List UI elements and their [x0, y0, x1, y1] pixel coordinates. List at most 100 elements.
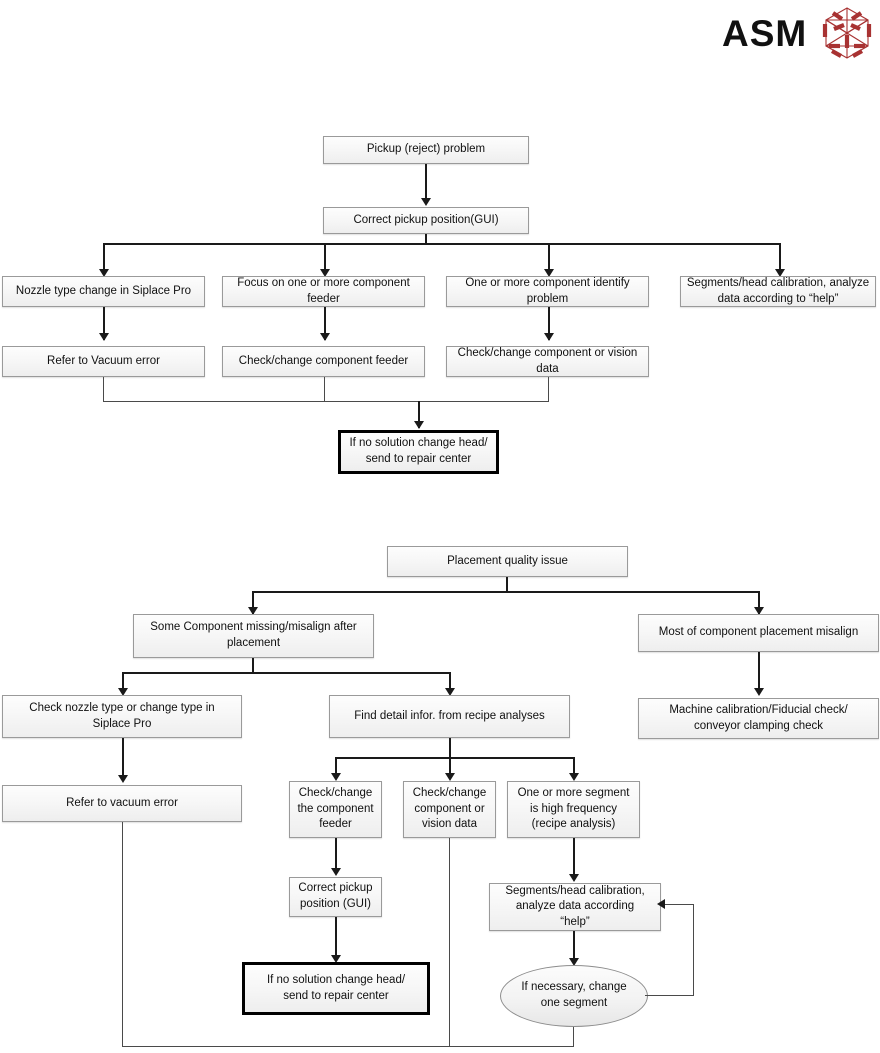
- node-label: Find detail infor. from recipe analyses: [354, 709, 545, 722]
- edge-pickup-to-nosolution: [335, 917, 337, 961]
- edge-branch-4: [779, 243, 781, 275]
- arrowhead-icon: [569, 874, 579, 882]
- node-check-change-component-vision[interactable]: Check/change component or vision data: [446, 346, 649, 377]
- arrowhead-icon: [445, 688, 455, 696]
- node-segments-head-calibration[interactable]: Segments/head calibration, analyze data …: [680, 276, 876, 307]
- edge-some-component-bus: [122, 672, 450, 674]
- edge-nozzle-to-vacuum2: [122, 738, 124, 780]
- edge-merge-3: [548, 377, 549, 402]
- node-correct-pickup-position[interactable]: Correct pickup position(GUI): [323, 207, 529, 234]
- node-label: Machine calibration/Fiducial check/ conv…: [669, 703, 848, 732]
- node-label: Refer to vacuum error: [66, 796, 178, 809]
- edge-placement-stem: [506, 577, 508, 592]
- node-label: If no solution change head/ send to repa…: [266, 973, 406, 1002]
- node-nozzle-type-change[interactable]: Nozzle type change in Siplace Pro: [2, 276, 205, 307]
- edge-merge-horizontal: [103, 401, 549, 402]
- arrowhead-icon: [118, 688, 128, 696]
- edge-merge-1: [103, 377, 104, 402]
- edge-loop-right: [693, 904, 694, 996]
- arrowhead-icon: [445, 773, 455, 781]
- arrowhead-icon: [414, 421, 424, 429]
- arrowhead-icon: [331, 773, 341, 781]
- edge-right-branch: [449, 672, 451, 694]
- edge-branch-1: [103, 243, 105, 275]
- asm-hexagon-logo-icon: [823, 7, 872, 59]
- node-label: If necessary, change one segment: [521, 981, 627, 1009]
- edge-bottom-horizontal: [122, 1046, 574, 1047]
- arrowhead-icon: [331, 955, 341, 963]
- edge-left-branch: [122, 672, 124, 694]
- node-check-change-component-vision-2[interactable]: Check/change component or vision data: [403, 781, 496, 838]
- node-check-change-the-component-feeder[interactable]: Check/change the component feeder: [289, 781, 382, 838]
- edge-merge-2: [324, 377, 325, 402]
- node-no-solution-change-head-2[interactable]: If no solution change head/ send to repa…: [242, 962, 430, 1015]
- arrowhead-icon: [754, 688, 764, 696]
- edge-branch-2: [324, 243, 326, 275]
- node-segments-head-calibration-2[interactable]: Segments/head calibration, analyze data …: [489, 883, 661, 931]
- node-refer-to-vacuum-error-2[interactable]: Refer to vacuum error: [2, 785, 242, 822]
- edge-bottom-left-vertical: [122, 822, 123, 1047]
- edge-pickup-to-correct: [425, 164, 427, 204]
- edge-merge-stem: [418, 401, 420, 428]
- node-component-identify-problem[interactable]: One or more component identify problem: [446, 276, 649, 307]
- arrowhead-icon: [421, 198, 431, 206]
- edge-loop-bottom: [645, 995, 694, 996]
- node-pickup-reject-problem[interactable]: Pickup (reject) problem: [323, 136, 529, 164]
- arrowhead-icon: [320, 333, 330, 341]
- node-label: Refer to Vacuum error: [47, 354, 160, 367]
- node-placement-quality-issue[interactable]: Placement quality issue: [387, 546, 628, 577]
- arrowhead-icon: [775, 269, 785, 277]
- edge-some-component-stem: [252, 658, 254, 673]
- node-check-change-component-feeder[interactable]: Check/change component feeder: [222, 346, 425, 377]
- edge-segment-to-calibration: [573, 838, 575, 880]
- node-most-component-misalign[interactable]: Most of component placement misalign: [638, 614, 879, 652]
- node-label: One or more segment is high frequency (r…: [517, 787, 630, 831]
- node-correct-pickup-position-2[interactable]: Correct pickup position (GUI): [289, 877, 382, 917]
- edge-fd-branch-1: [335, 757, 337, 779]
- edge-bus-horizontal: [103, 243, 779, 245]
- node-some-component-missing[interactable]: Some Component missing/misalign after pl…: [133, 614, 374, 658]
- node-check-nozzle-type[interactable]: Check nozzle type or change type in Sipl…: [2, 695, 242, 738]
- edge-bottom-mid-vertical: [449, 838, 450, 1047]
- arrowhead-icon: [754, 607, 764, 615]
- node-label: Placement quality issue: [447, 554, 568, 567]
- edge-most-to-machine: [758, 652, 760, 694]
- edge-fd-branch-3: [573, 757, 575, 779]
- node-refer-to-vacuum-error[interactable]: Refer to Vacuum error: [2, 346, 205, 377]
- edge-placement-bus: [252, 591, 759, 593]
- node-label: Segments/head calibration, analyze data …: [686, 276, 870, 305]
- node-label: Check nozzle type or change type in Sipl…: [29, 701, 215, 730]
- node-label: If no solution change head/ send to repa…: [349, 437, 488, 465]
- arrowhead-icon: [99, 333, 109, 341]
- node-label: Correct pickup position(GUI): [353, 213, 499, 226]
- edge-placement-branch-right: [758, 591, 760, 615]
- edge-find-detail-stem: [449, 738, 451, 758]
- asm-logo: ASM: [722, 6, 873, 60]
- node-machine-calibration[interactable]: Machine calibration/Fiducial check/ conv…: [638, 698, 879, 739]
- arrowhead-icon: [248, 607, 258, 615]
- edge-calibration-to-ellipse: [573, 931, 575, 964]
- edge-find-detail-bus: [335, 757, 574, 759]
- node-focus-on-feeder[interactable]: Focus on one or more component feeder: [222, 276, 425, 307]
- arrowhead-icon: [544, 269, 554, 277]
- edge-placement-branch-left: [252, 591, 254, 615]
- node-find-detail-infor[interactable]: Find detail infor. from recipe analyses: [329, 695, 570, 738]
- arrowhead-icon: [320, 269, 330, 277]
- arrowhead-icon: [544, 333, 554, 341]
- node-if-necessary-change-one-segment[interactable]: If necessary, change one segment: [500, 965, 648, 1027]
- node-label: Check/change component feeder: [238, 354, 409, 367]
- node-no-solution-change-head-1[interactable]: If no solution change head/ send to repa…: [338, 430, 499, 474]
- arrowhead-icon: [657, 899, 665, 909]
- node-label: Most of component placement misalign: [658, 626, 859, 639]
- node-label: Check/change component or vision data: [412, 787, 487, 831]
- edge-bus-stem: [425, 234, 427, 244]
- node-label: Some Component missing/misalign after pl…: [150, 621, 357, 649]
- node-label: Segments/head calibration, analyze data …: [505, 884, 645, 928]
- node-label: One or more component identify problem: [465, 276, 630, 305]
- node-one-or-more-segment[interactable]: One or more segment is high frequency (r…: [507, 781, 640, 838]
- node-label: Focus on one or more component feeder: [237, 276, 410, 305]
- edge-feeder-to-pickup: [335, 838, 337, 874]
- brand-name: ASM: [722, 12, 808, 54]
- arrowhead-icon: [569, 773, 579, 781]
